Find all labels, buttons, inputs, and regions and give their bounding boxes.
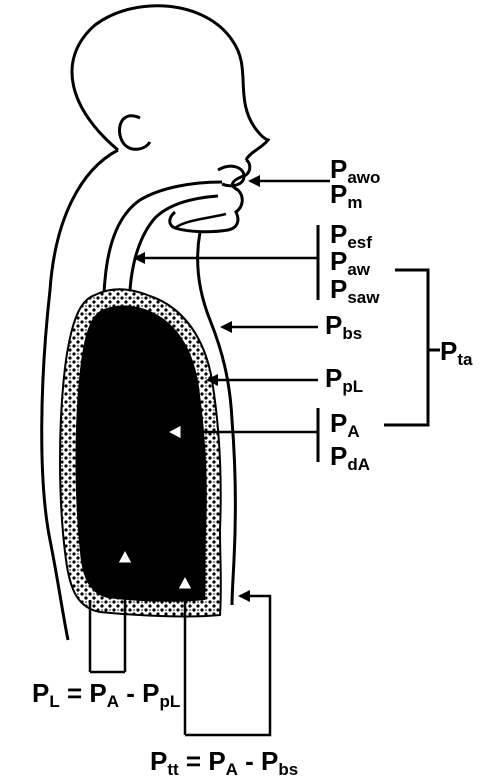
body-back-outline	[72, 6, 268, 160]
equation-transpulmonary: PL = PA - PpL	[32, 678, 180, 711]
bracket-ta	[384, 270, 428, 425]
equation-transthoracic: Ptt = PA - Pbs	[150, 746, 298, 779]
label-p-bs: Pbs	[325, 310, 362, 343]
label-p-pl: PpL	[325, 363, 363, 396]
lung	[76, 306, 207, 602]
jaw-outline	[175, 214, 226, 228]
ear-outline	[120, 116, 150, 149]
label-p-ta: Pta	[440, 336, 473, 369]
label-p-dA: PdA	[330, 441, 370, 474]
label-p-A: PA	[330, 408, 360, 441]
